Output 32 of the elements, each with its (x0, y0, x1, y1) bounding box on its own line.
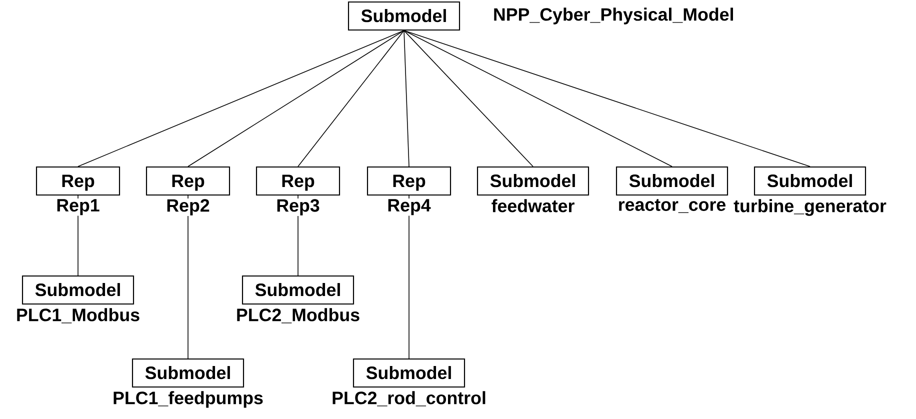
model-box: Submodel (242, 275, 354, 305)
model-box: Rep (256, 166, 340, 196)
connector-line (298, 30, 404, 167)
model-box: Submodel (22, 275, 134, 305)
connector-line (404, 30, 410, 167)
model-box: Submodel (352, 358, 466, 388)
connector-line (78, 30, 404, 167)
model-name: reactor_core (617, 198, 727, 214)
model-box: Submodel (616, 166, 728, 196)
model-box: Rep (36, 166, 120, 196)
model-name: PLC2_rod_control (330, 390, 488, 407)
model-name: NPP_Cyber_Physical_Model (492, 7, 735, 25)
connector-line (188, 30, 404, 167)
model-box: Submodel (348, 1, 460, 31)
connector-line (404, 30, 534, 167)
model-name: PLC1_feedpumps (112, 390, 264, 408)
model-box: Rep (146, 166, 230, 196)
connector-line (404, 30, 810, 167)
model-name: Rep2 (166, 198, 211, 216)
model-box: Submodel (754, 166, 866, 196)
model-name: PLC1_Modbus (15, 307, 141, 324)
model-name: turbine_generator (732, 198, 888, 217)
model-name: feedwater (490, 198, 576, 213)
model-name: PLC2_Modbus (235, 307, 361, 324)
model-box: Rep (366, 166, 452, 196)
model-box: Submodel (476, 166, 590, 196)
connector-line (404, 30, 672, 167)
model-name: Rep1 (56, 198, 101, 216)
model-box: Submodel (132, 358, 244, 388)
connector-line (408, 195, 410, 359)
model-name: Rep4 (386, 198, 432, 216)
model-name: Rep3 (276, 198, 321, 216)
